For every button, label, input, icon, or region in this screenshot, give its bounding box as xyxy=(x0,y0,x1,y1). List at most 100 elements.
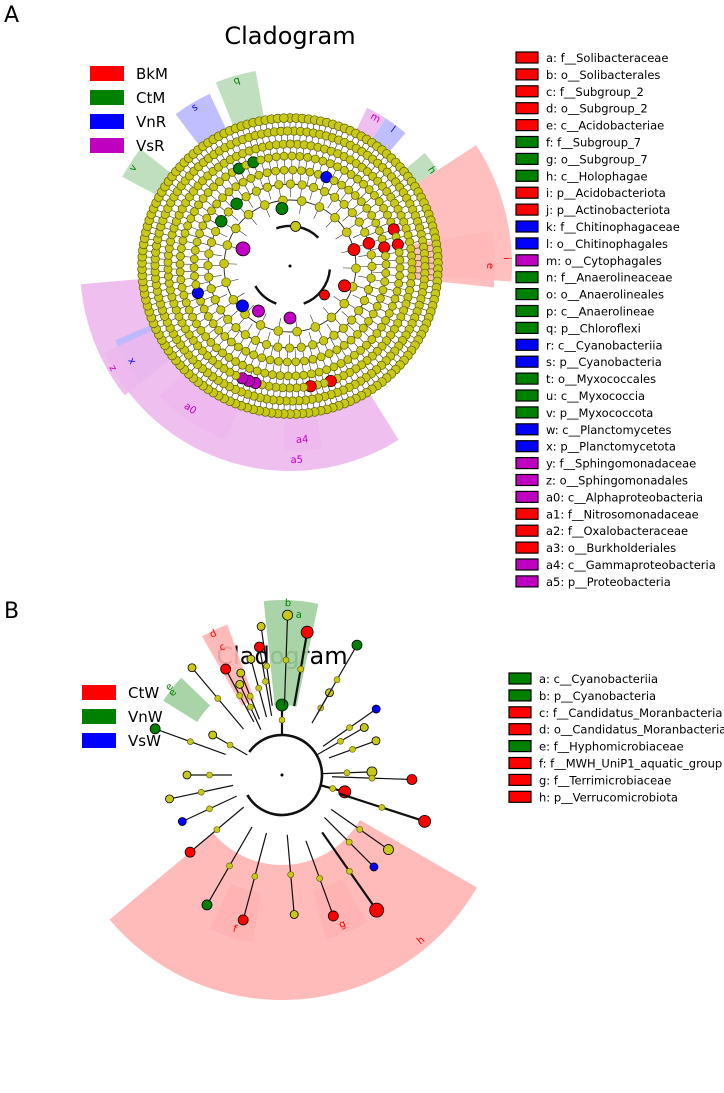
panel-a-node xyxy=(221,277,231,288)
panel-a-node xyxy=(384,309,394,318)
panel-a-taxon-swatch-8 xyxy=(515,186,539,199)
panel-a-node xyxy=(273,326,284,336)
panel-b-node xyxy=(214,695,222,702)
panel-a-taxon-label-0: a: f__Solibacteraceae xyxy=(546,51,668,65)
panel-a-node xyxy=(250,335,261,345)
panel-a-node xyxy=(218,348,227,358)
panel-a-node xyxy=(176,251,185,261)
panel-a-taxon-swatch-10 xyxy=(515,220,539,233)
panel-b-node xyxy=(337,737,344,745)
panel-a-node xyxy=(363,284,374,295)
panel-a-node xyxy=(261,339,272,350)
panel-a-node xyxy=(372,301,382,311)
panel-b-node-green xyxy=(351,639,363,651)
class-label-vsr: VsR xyxy=(136,137,165,155)
panel-b-node xyxy=(208,730,218,740)
panel-a-taxon-label-23: x: p__Planctomycetota xyxy=(546,440,676,454)
panel-a-inner-node-3 xyxy=(236,299,249,313)
panel-a-inner-node-6 xyxy=(275,202,289,215)
panel-a-node-green xyxy=(230,197,243,210)
panel-a-node xyxy=(175,267,185,277)
panel-a-taxon-label-10: k: f__Chitinophagaceae xyxy=(546,220,680,234)
panel-a-node xyxy=(199,304,209,314)
panel-b-node xyxy=(297,665,304,673)
class-swatch-vnr xyxy=(90,114,124,129)
panel-a-node xyxy=(204,312,213,321)
class-label-vnw: VnW xyxy=(128,708,163,726)
panel-a-node xyxy=(177,244,186,253)
panel-a-node xyxy=(314,202,325,212)
panel-a-node xyxy=(392,286,402,296)
panel-b-node xyxy=(263,662,270,670)
panel-a-inner-node-0 xyxy=(235,241,251,257)
panel-a-taxon-swatch-2 xyxy=(515,85,539,98)
panel-a-node xyxy=(175,259,185,269)
panel-a-node xyxy=(198,221,208,231)
panel-a-node xyxy=(275,371,285,380)
panel-b-node xyxy=(371,736,381,746)
panel-a-node xyxy=(192,237,202,247)
panel-a-taxon-label-20: u: c__Myxococcia xyxy=(546,389,645,403)
panel-a-node xyxy=(300,356,309,366)
panel-a-taxon-label-14: o: o__Anaerolineales xyxy=(546,288,664,302)
panel-a-node xyxy=(285,139,295,149)
panel-a-node xyxy=(210,295,220,305)
panel-b-taxon-label-2: c: f__Candidatus_Moranbacteria xyxy=(539,706,722,720)
panel-a-taxon-label-21: v: p__Myxococcota xyxy=(546,406,653,420)
panel-a-taxon-label-2: c: f__Subgroup_2 xyxy=(546,85,644,99)
panel-b-node xyxy=(226,862,233,870)
panel-a-sector-label-9: a5 xyxy=(290,455,303,466)
panel-a-node xyxy=(216,305,226,315)
panel-b-node xyxy=(346,867,353,875)
panel-b-node xyxy=(333,676,341,684)
class-swatch-ctm xyxy=(90,90,124,105)
panel-a-taxon-swatch-31 xyxy=(515,575,539,588)
class-swatch-vsr xyxy=(90,138,124,153)
panel-a-node xyxy=(257,353,267,363)
panel-b-taxon-swatch-5 xyxy=(508,756,532,770)
panel-a-node xyxy=(381,268,391,278)
panel-a-node xyxy=(204,272,214,282)
panel-a-node xyxy=(388,301,397,311)
panel-a-node xyxy=(354,217,364,227)
panel-a-taxon-swatch-3 xyxy=(515,102,539,115)
panel-a-node xyxy=(350,191,360,200)
panel-b-node xyxy=(206,805,213,813)
panel-a-node xyxy=(353,174,362,184)
panel-a-taxon-swatch-29 xyxy=(515,541,539,554)
panel-b-node xyxy=(343,769,351,777)
panel-a-node xyxy=(364,316,373,326)
panel-a-taxon-label-25: z: o__Sphingomonadales xyxy=(546,474,688,488)
panel-b-node xyxy=(226,741,234,749)
panel-a-node xyxy=(191,280,201,289)
class-swatch-vsw xyxy=(82,733,116,748)
panel-a-node xyxy=(262,182,272,192)
panel-a-sector-label-7: z xyxy=(107,363,119,373)
class-label-vsw: VsW xyxy=(128,732,161,750)
panel-b-node xyxy=(278,716,286,724)
panel-b-tree xyxy=(149,609,432,926)
panel-a-node xyxy=(390,294,400,304)
panel-a-node xyxy=(292,326,302,337)
panel-a-node xyxy=(354,306,364,316)
panel-b-taxon-label-0: a: c__Cyanobacteriia xyxy=(539,672,658,686)
panel-a-node xyxy=(319,187,330,197)
panel-a-node xyxy=(378,285,388,295)
panel-a-taxon-label-27: a1: f__Nitrosomonadaceae xyxy=(546,507,699,521)
panel-a-node xyxy=(288,165,298,175)
panel-a-node xyxy=(215,177,224,186)
panel-b-sector-label-4: g xyxy=(337,918,347,931)
panel-a-taxon-swatch-16 xyxy=(515,321,539,334)
panel-a-taxon-swatch-20 xyxy=(515,389,539,402)
panel-a-taxon-label-12: m: o__Cytophagales xyxy=(546,254,662,268)
panel-a-sector-label-6: v xyxy=(127,163,140,174)
panel-b-node xyxy=(246,654,256,664)
panel-b-node-red xyxy=(300,625,314,639)
class-label-bkm: BkM xyxy=(136,65,168,83)
panel-a-node-red xyxy=(378,241,391,254)
panel-a-node xyxy=(360,227,370,237)
panel-b-root-arc xyxy=(246,733,324,817)
panel-a-node xyxy=(347,208,357,218)
panel-a-node xyxy=(291,371,301,381)
